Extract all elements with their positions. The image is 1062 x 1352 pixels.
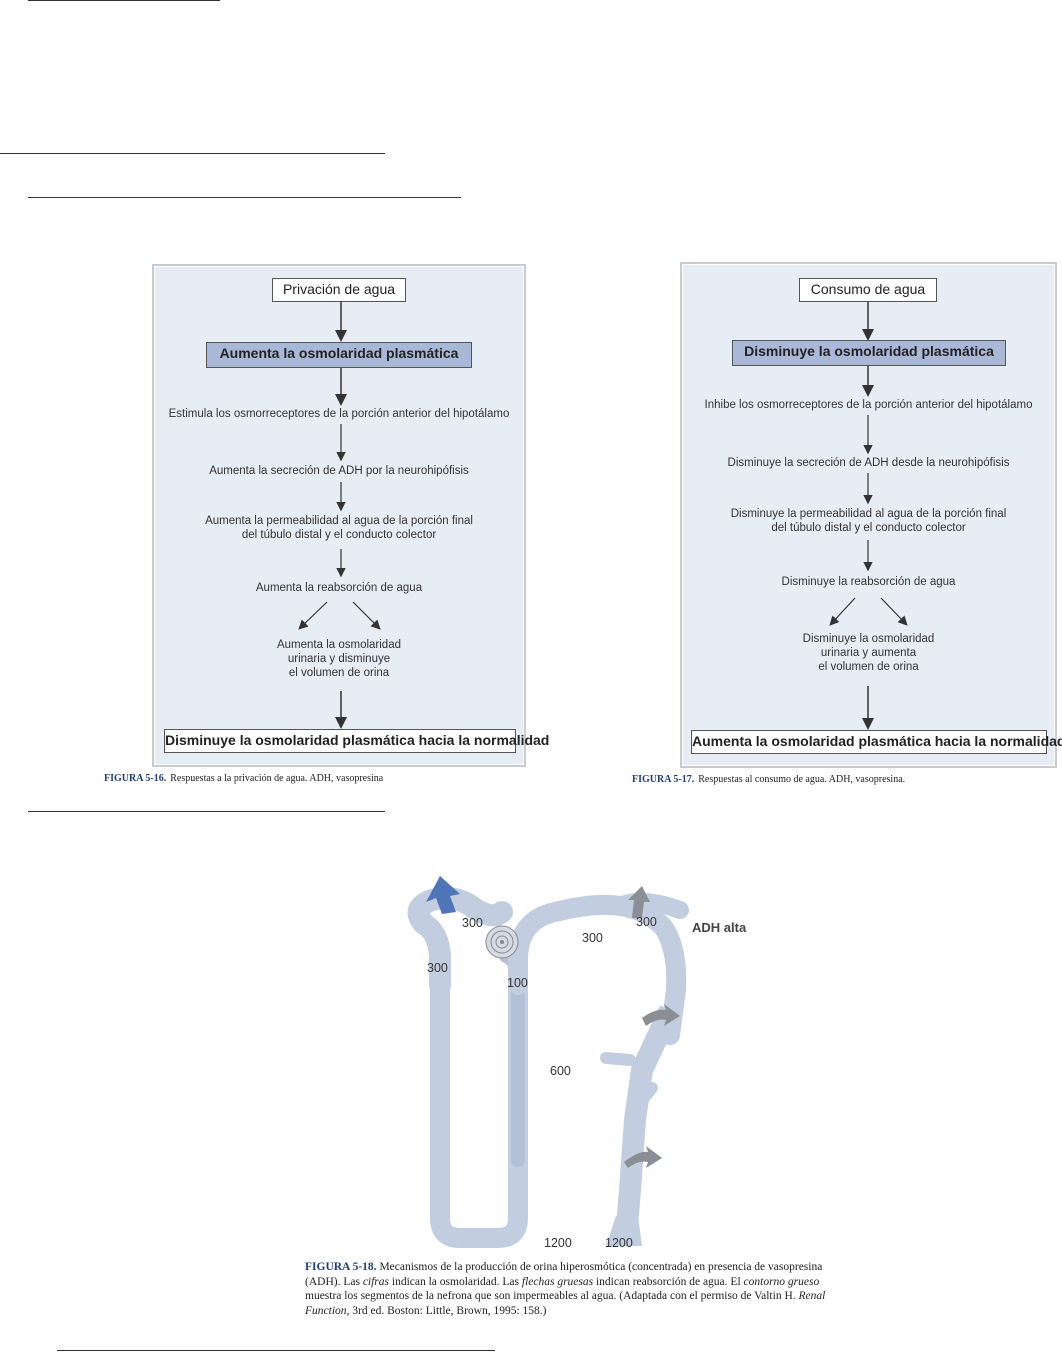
caption-italic-flechas: flechas gruesas [521,1275,594,1288]
osm-300-top: 300 [462,916,483,930]
step-disminuye-permeabilidad-1: Disminuye la permeabilidad al agua de la… [730,508,1007,520]
figure-5-16-panel: Privación de agua Aumenta la osmolaridad… [152,264,549,767]
step-disminuye-permeabilidad-2: del túbulo distal y el conducto colector [771,522,966,534]
water-reabsorption-arrow-blue [426,876,460,914]
step-disminuye-osmolaridad-urinaria-2: urinaria y aumenta [820,647,917,659]
step-inhibe-osmorreceptores: Inhibe los osmorreceptores de la porción… [704,399,1033,411]
caption-text: Respuestas a la privación de agua. ADH, … [170,773,384,784]
caption-text-2: indican la osmolaridad. Las [389,1275,522,1288]
step-disminuye-secrecion-adh: Disminuye la secreción de ADH desde la n… [727,457,1010,469]
caption-text-4: muestra los segmentos de la nefrona que … [305,1290,799,1302]
adh-alta-label: ADH alta [692,920,747,935]
step-osmolaridad-urinaria-3: el volumen de orina [288,667,390,679]
caption-label: FIGURA 5-18. [305,1261,377,1273]
osm-100: 100 [507,976,528,990]
step-disminuye-osmolaridad-urinaria-1: Disminuye la osmolaridad [802,633,935,645]
caption-text-3: indican reabsorción de agua. El [593,1275,744,1288]
caption-text-1: Mecanismos de la producción de orina hip… [305,1261,823,1288]
box-consumo-agua: Consumo de agua [799,278,937,302]
connecting-tubule [611,892,689,919]
rule-4 [28,811,385,812]
collecting-duct [615,1005,680,1239]
caption-figura-5-18: FIGURA 5-18. Mecanismos de la producción… [305,1260,845,1318]
osm-600: 600 [550,1064,571,1078]
step-osmolaridad-urinaria-2: urinaria y disminuye [287,653,391,665]
box-aumenta-osmolaridad: Aumenta la osmolaridad plasmática [206,342,472,368]
osm-300-left: 300 [427,961,448,975]
water-reabsorption-arrow-2 [642,1004,680,1026]
caption-figura-5-17: FIGURA 5-17.Respuestas al consumo de agu… [632,774,905,785]
step-osmolaridad-urinaria-1: Aumenta la osmolaridad [276,639,401,651]
caption-italic-contorno: contorno grueso [743,1275,820,1288]
figure-5-16-arrows [298,301,381,729]
rule-3 [28,197,461,198]
box-disminuye-osmolaridad: Disminuye la osmolaridad plasmática [732,340,1006,366]
osm-1200-duct: 1200 [605,1236,633,1250]
step-secrecion-adh: Aumenta la secreción de ADH por la neuro… [209,465,469,477]
figure-5-17-panel: Consumo de agua Disminuye la osmolaridad… [680,262,1062,768]
branch-right [636,1082,658,1106]
rule-top [28,0,220,1]
water-reabsorption-arrow-top [628,886,650,918]
caption-italic-renal-function: Renal Function [305,1290,826,1317]
caption-text-5: , 3rd ed. Boston: Little, Brown, 1995: 1… [346,1304,547,1317]
step-permeabilidad-1: Aumenta la permeabilidad al agua de la p… [205,515,473,527]
step-estimula-osmorreceptores: Estimula los osmorreceptores de la porci… [168,408,510,420]
osm-300-mid: 300 [582,931,603,945]
box-aumenta-normalidad: Aumenta la osmolaridad plasmática hacia … [691,730,1062,754]
caption-figura-5-16: FIGURA 5-16.Respuestas a la privación de… [104,773,383,784]
box-privacion-agua: Privación de agua [272,278,406,302]
rule-bottom [57,1350,495,1351]
caption-text: Respuestas al consumo de agua. ADH, vaso… [698,774,906,785]
loop-of-henle [430,975,528,1248]
caption-label: FIGURA 5-16. [104,773,167,784]
step-disminuye-reabsorcion: Disminuye la reabsorción de agua [781,576,956,588]
step-disminuye-osmolaridad-urinaria-3: el volumen de orina [818,661,919,673]
box-disminuye-normalidad: Disminuye la osmolaridad plasmática haci… [164,729,549,753]
caption-label: FIGURA 5-17. [632,774,695,785]
step-reabsorcion: Aumenta la reabsorción de agua [255,582,423,594]
collecting-duct-end [606,1216,642,1246]
step-permeabilidad-2: del túbulo distal y el conducto colector [241,529,437,541]
proximal-tubule [407,887,513,996]
branch-left [600,1052,636,1066]
rule-2 [0,153,385,154]
osm-300-right: 300 [636,915,657,929]
water-reabsorption-arrow-3 [624,1146,662,1168]
caption-italic-cifras: cifras [362,1275,390,1288]
figure-5-18-nephron-diagram [407,876,689,1248]
osm-1200-loop: 1200 [544,1236,572,1250]
figure-5-17-arrows [829,301,908,730]
